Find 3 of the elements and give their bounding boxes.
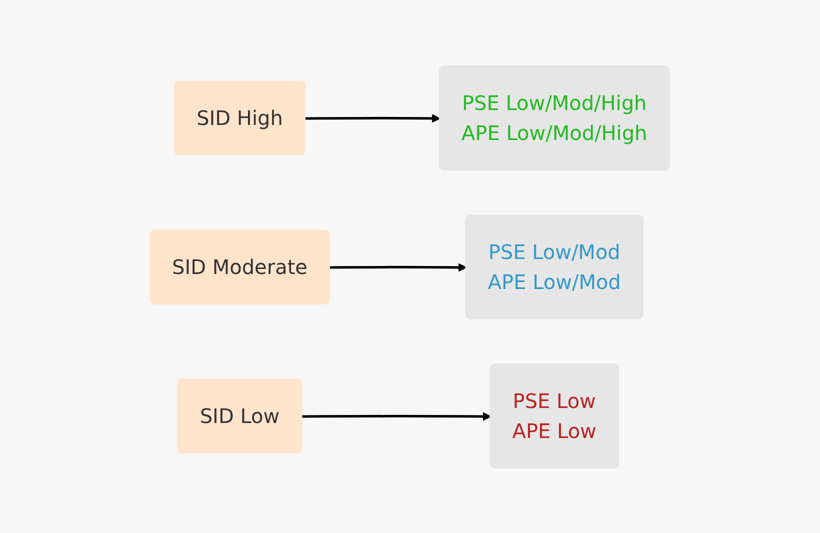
arrow [330, 262, 468, 272]
arrow [302, 412, 492, 420]
arrow [306, 114, 441, 122]
